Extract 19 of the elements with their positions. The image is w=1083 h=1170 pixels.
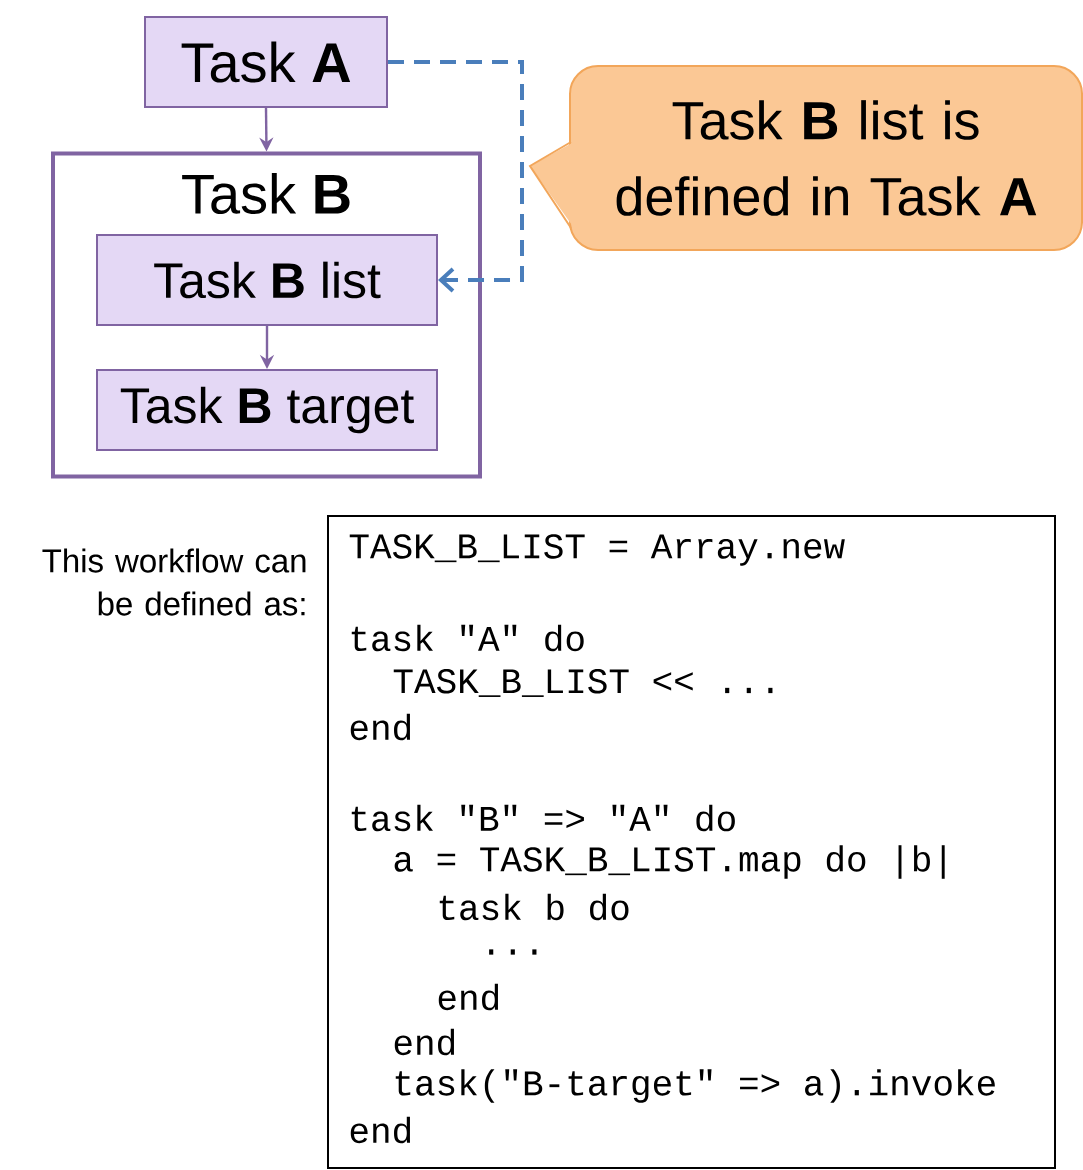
code-line: TASK_B_LIST << ... [393, 669, 773, 697]
task-box: Task A [144, 16, 388, 108]
task-box: Task B list [96, 234, 438, 326]
code-line: task "B" => "A" do [351, 804, 735, 832]
code-line: TASK_B_LIST = Array.new [349, 534, 845, 566]
code-line: end [438, 983, 499, 1011]
code-line: end [350, 1116, 411, 1144]
code-line: task b do [439, 893, 629, 921]
code-line: task "A" do [351, 624, 584, 652]
speech-callout: Task B list is defined in Task A [528, 65, 1083, 251]
task-box: Task B target [96, 369, 438, 451]
note-text: This workflow can be defined as: [42, 548, 306, 616]
code-line: a = TASK_B_LIST.map do |b| [394, 845, 945, 879]
code-line: end [350, 713, 411, 741]
code-line: task("B-target" => a).invoke [395, 1069, 995, 1103]
code-box [327, 515, 1056, 1169]
code-line: end [394, 1028, 455, 1056]
code-line: ... [489, 949, 537, 955]
arrow [388, 60, 524, 293]
